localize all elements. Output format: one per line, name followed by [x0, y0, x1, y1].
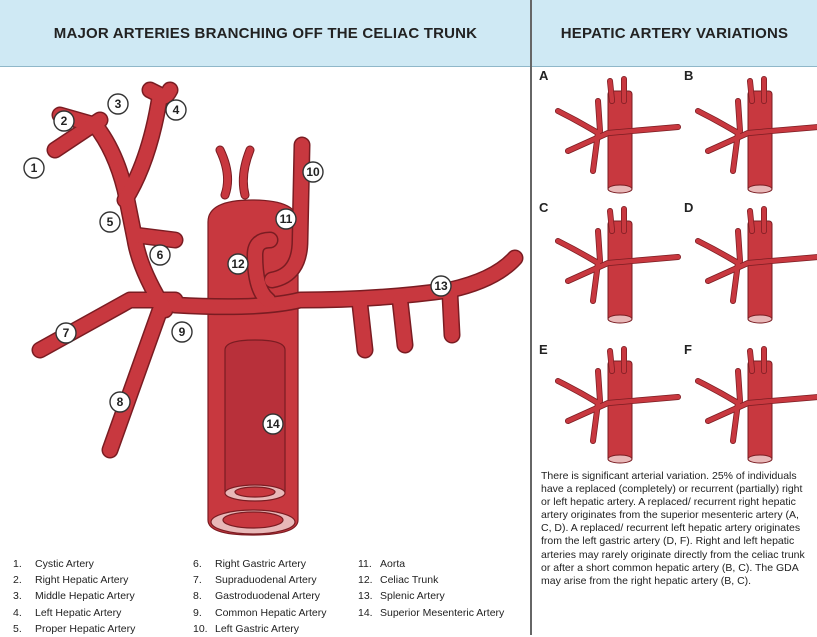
legend-item: 12.Celiac Trunk — [358, 572, 504, 588]
legend-column-3: 11.Aorta 12.Celiac Trunk 13.Splenic Arte… — [358, 556, 504, 621]
variant-e: E — [539, 342, 678, 463]
callout-7: 7 — [56, 323, 76, 343]
callout-1: 1 — [24, 158, 44, 178]
callout-2: 2 — [54, 111, 74, 131]
legend-item: 11.Aorta — [358, 556, 504, 572]
callout-12: 12 — [228, 254, 248, 274]
callout-5: 5 — [100, 212, 120, 232]
legend-column-2: 6.Right Gastric Artery 7.Supraduodenal A… — [193, 556, 326, 637]
callout-9: 9 — [172, 322, 192, 342]
panel-divider — [530, 0, 532, 635]
header-hepatic-variations: HEPATIC ARTERY VARIATIONS — [532, 0, 817, 67]
legend-item: 8.Gastroduodenal Artery — [193, 588, 326, 604]
svg-text:7: 7 — [63, 326, 70, 340]
svg-text:E: E — [539, 342, 548, 357]
callout-3: 3 — [108, 94, 128, 114]
variant-b: B — [684, 68, 817, 193]
svg-text:5: 5 — [107, 215, 114, 229]
svg-text:4: 4 — [173, 103, 180, 117]
svg-text:2: 2 — [61, 114, 68, 128]
callout-4: 4 — [166, 100, 186, 120]
variation-note: There is significant arterial variation.… — [541, 470, 811, 588]
variant-c: C — [539, 200, 678, 323]
variant-a: A — [539, 68, 678, 193]
variant-d: D — [684, 200, 817, 323]
right-gastric-artery-vessel — [135, 235, 175, 240]
hepatic-variations-panel: A B C D E F — [533, 66, 817, 464]
celiac-trunk-diagram: 1 2 3 4 5 6 7 8 9 10 11 12 13 14 — [0, 66, 530, 550]
svg-text:6: 6 — [157, 248, 164, 262]
callout-10: 10 — [303, 162, 323, 182]
legend-column-1: 1.Cystic Artery 2.Right Hepatic Artery 3… — [13, 556, 135, 637]
legend-item: 2.Right Hepatic Artery — [13, 572, 135, 588]
svg-text:9: 9 — [179, 325, 186, 339]
header-celiac-trunk: MAJOR ARTERIES BRANCHING OFF THE CELIAC … — [0, 0, 531, 67]
legend-item: 7.Supraduodenal Artery — [193, 572, 326, 588]
callout-6: 6 — [150, 245, 170, 265]
gastroduodenal-artery-vessel — [110, 310, 160, 450]
svg-text:F: F — [684, 342, 692, 357]
svg-text:1: 1 — [31, 161, 38, 175]
legend-item: 9.Common Hepatic Artery — [193, 605, 326, 621]
legend-item: 1.Cystic Artery — [13, 556, 135, 572]
callout-11: 11 — [276, 209, 296, 229]
svg-text:14: 14 — [266, 417, 280, 431]
svg-text:B: B — [684, 68, 693, 83]
svg-text:11: 11 — [280, 212, 293, 226]
callout-8: 8 — [110, 392, 130, 412]
svg-text:10: 10 — [306, 165, 320, 179]
svg-text:13: 13 — [434, 279, 448, 293]
svg-text:3: 3 — [115, 97, 122, 111]
legend-item: 14.Superior Mesenteric Artery — [358, 605, 504, 621]
callout-13: 13 — [431, 276, 451, 296]
svg-text:C: C — [539, 200, 549, 215]
svg-text:A: A — [539, 68, 549, 83]
svg-text:8: 8 — [117, 395, 124, 409]
legend-item: 4.Left Hepatic Artery — [13, 605, 135, 621]
variant-f: F — [684, 342, 817, 463]
legend-item: 6.Right Gastric Artery — [193, 556, 326, 572]
legend-item: 3.Middle Hepatic Artery — [13, 588, 135, 604]
svg-text:D: D — [684, 200, 693, 215]
svg-text:12: 12 — [231, 257, 245, 271]
callout-14: 14 — [263, 414, 283, 434]
legend-item: 13.Splenic Artery — [358, 588, 504, 604]
